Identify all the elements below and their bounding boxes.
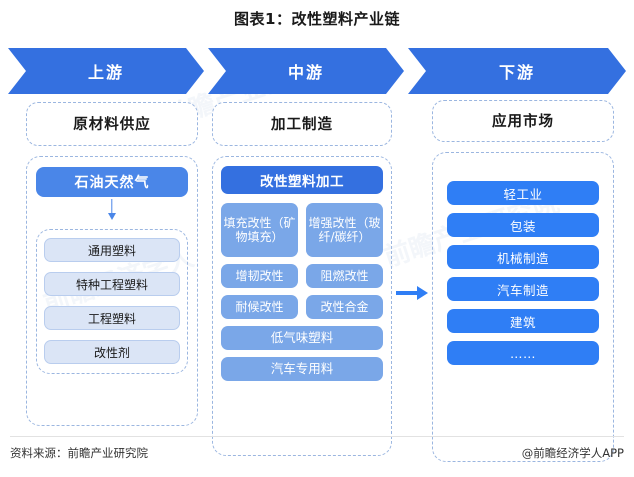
midstream-header: 加工制造 [212,102,392,146]
midstream-grid: 填充改性（矿物填充） 增强改性（玻纤/碳纤） 增韧改性 阻燃改性 耐候改性 改性… [221,203,383,319]
midstream-item[interactable]: 耐候改性 [221,295,298,319]
midstream-item[interactable]: 填充改性（矿物填充） [221,203,298,257]
stage-label: 中游 [287,63,324,82]
arrow-right-icon [396,286,430,300]
midstream-item[interactable]: 阻燃改性 [306,264,383,288]
arrow-down-icon [36,197,188,223]
downstream-item[interactable]: 汽车制造 [447,277,599,301]
footer-divider [10,436,624,437]
midstream-item[interactable]: 改性合金 [306,295,383,319]
upstream-subgroup: 通用塑料 特种工程塑料 工程塑料 改性剂 [36,229,188,374]
downstream-item[interactable]: 机械制造 [447,245,599,269]
upstream-item[interactable]: 通用塑料 [44,238,180,262]
downstream-item[interactable]: 建筑 [447,309,599,333]
stage-downstream[interactable]: 下游 [408,48,626,94]
stage-label: 下游 [498,63,535,82]
midstream-item[interactable]: 增韧改性 [221,264,298,288]
midstream-wide-item[interactable]: 低气味塑料 [221,326,383,350]
downstream-header: 应用市场 [432,100,614,142]
upstream-header: 原材料供应 [26,102,198,146]
midstream-group: 改性塑料加工 填充改性（矿物填充） 增强改性（玻纤/碳纤） 增韧改性 阻燃改性 … [212,156,392,456]
stage-label: 上游 [87,63,124,82]
midstream-item[interactable]: 增强改性（玻纤/碳纤） [306,203,383,257]
stage-band: 上游 中游 下游 [8,48,626,94]
source-note: 资料来源：前瞻产业研究院 [10,446,148,460]
downstream-item[interactable]: …… [447,341,599,365]
upstream-item[interactable]: 工程塑料 [44,306,180,330]
column-midstream: 加工制造 改性塑料加工 填充改性（矿物填充） 增强改性（玻纤/碳纤） 增韧改性 … [212,102,392,456]
midstream-primary-node[interactable]: 改性塑料加工 [221,166,383,194]
upstream-group: 石油天然气 通用塑料 特种工程塑料 工程塑料 改性剂 [26,156,198,426]
downstream-item[interactable]: 轻工业 [447,181,599,205]
column-downstream: 应用市场 轻工业 包装 机械制造 汽车制造 建筑 …… [432,100,614,462]
downstream-item[interactable]: 包装 [447,213,599,237]
stage-upstream[interactable]: 上游 [8,48,204,94]
column-upstream: 原材料供应 石油天然气 通用塑料 特种工程塑料 工程塑料 改性剂 [26,102,198,426]
brand-note: @前瞻经济学人APP [521,446,624,460]
upstream-item[interactable]: 特种工程塑料 [44,272,180,296]
stage-midstream[interactable]: 中游 [208,48,404,94]
upstream-item[interactable]: 改性剂 [44,340,180,364]
upstream-primary-node[interactable]: 石油天然气 [36,167,188,197]
downstream-group: 轻工业 包装 机械制造 汽车制造 建筑 …… [432,152,614,462]
page-title: 图表1：改性塑料产业链 [234,10,400,28]
midstream-wide-item[interactable]: 汽车专用料 [221,357,383,381]
